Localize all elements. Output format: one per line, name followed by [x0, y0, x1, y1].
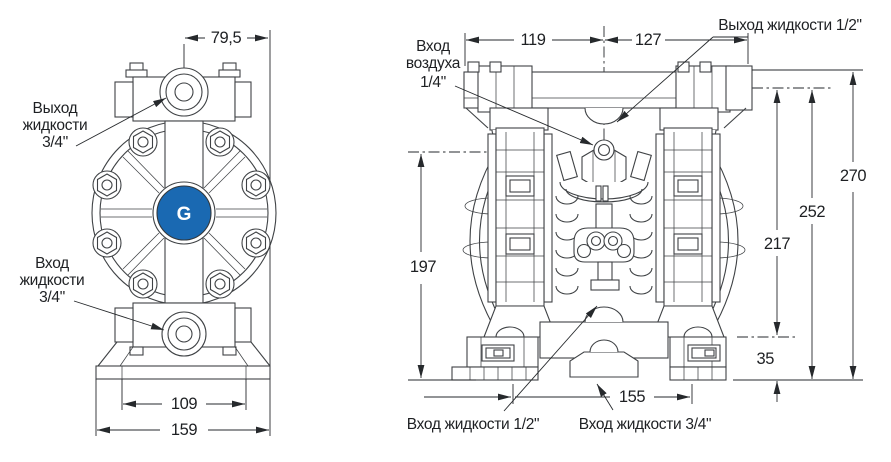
side-base: [451, 306, 727, 381]
hex-bolt-icon: [241, 228, 271, 258]
dim-159: 159: [171, 421, 198, 439]
side-air-inlet-port: [593, 139, 615, 161]
svg-text:Вход: Вход: [416, 38, 450, 55]
front-bottom-manifold: [95, 302, 271, 380]
side-dim-155: 155: [424, 384, 693, 406]
side-dim-35: 35: [756, 350, 781, 402]
svg-text:Вход: Вход: [35, 255, 69, 272]
front-outlet-port: [159, 67, 209, 117]
side-view: 119 127: [406, 17, 867, 433]
front-inlet-port: [161, 311, 207, 357]
front-dim-overall-width: 159: [95, 379, 269, 439]
front-body: G: [91, 120, 277, 306]
side-dim-217: 217: [764, 90, 791, 335]
dim-109: 109: [171, 395, 198, 413]
front-top-manifold: [114, 62, 252, 122]
svg-text:Вход жидкости 1/2": Вход жидкости 1/2": [407, 416, 539, 433]
side-inlet-threequarter-block: [569, 351, 639, 378]
graco-logo-icon: G: [177, 204, 192, 225]
side-dim-197: 197: [410, 154, 437, 378]
side-inlet-half-dome: [584, 306, 624, 323]
svg-text:1/4": 1/4": [420, 74, 446, 91]
side-label-fluid-outlet: Выход жидкости 1/2": [616, 17, 862, 123]
front-view: 79,5: [20, 29, 277, 439]
dim-197: 197: [410, 258, 437, 276]
dim-79-5: 79,5: [211, 29, 242, 47]
dim-217: 217: [764, 235, 791, 253]
dim-35: 35: [756, 350, 774, 368]
front-foot-bar: [95, 365, 271, 380]
side-dim-270: 270: [840, 72, 867, 379]
svg-text:жидкости: жидкости: [20, 272, 85, 289]
hex-bolt-icon: [241, 170, 271, 200]
hex-bolt-icon: [205, 127, 235, 157]
side-label-fluid-inlet-half: Вход жидкости 1/2": [407, 305, 598, 433]
hex-bolt-icon: [128, 127, 158, 157]
dim-252: 252: [799, 203, 826, 221]
svg-text:Вход жидкости 3/4": Вход жидкости 3/4": [579, 416, 711, 433]
front-dim-top: 79,5: [185, 29, 268, 47]
dim-155: 155: [619, 388, 646, 406]
side-outlet-port: [725, 65, 753, 111]
side-left-tower: [483, 127, 557, 338]
svg-text:жидкости: жидкости: [23, 117, 88, 134]
front-label-outlet: Выход жидкости 3/4": [23, 97, 167, 151]
side-dim-252: 252: [799, 90, 826, 379]
hex-bolt-icon: [128, 269, 158, 299]
hex-bolt-icon: [92, 170, 122, 200]
svg-text:Выход жидкости 1/2": Выход жидкости 1/2": [718, 17, 862, 34]
svg-text:3/4": 3/4": [39, 289, 65, 306]
side-label-fluid-inlet-threequarters: Вход жидкости 3/4": [579, 383, 712, 433]
front-label-inlet: Вход жидкости 3/4": [20, 255, 165, 331]
dim-119: 119: [520, 31, 545, 49]
front-dim-bolt-span: 109: [121, 379, 247, 413]
side-right-tower: [651, 127, 725, 338]
side-dim-top: 119 127: [464, 31, 749, 66]
brand-hub: [156, 185, 212, 241]
svg-text:3/4": 3/4": [42, 134, 68, 151]
svg-text:Выход: Выход: [33, 100, 78, 117]
hex-bolt-icon: [205, 269, 235, 299]
side-air-valve: [556, 139, 652, 291]
dim-270: 270: [840, 167, 867, 185]
hex-bolt-icon: [92, 228, 122, 258]
side-label-air-inlet: Вход воздуха 1/4": [406, 38, 594, 146]
dim-127: 127: [635, 31, 662, 49]
svg-text:воздуха: воздуха: [406, 55, 461, 72]
